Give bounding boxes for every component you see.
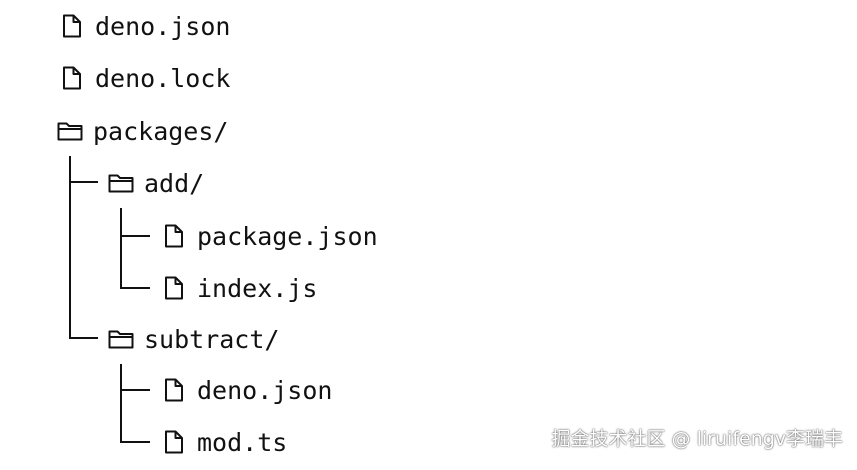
folder-icon bbox=[108, 330, 134, 349]
tree-item-label: index.js bbox=[197, 273, 318, 303]
tree-item-index-js[interactable]: index.js bbox=[163, 268, 317, 308]
file-icon bbox=[165, 430, 183, 454]
tree-item-deno-lock[interactable]: deno.lock bbox=[61, 58, 230, 98]
tree-item-deno-json[interactable]: deno.json bbox=[61, 6, 230, 46]
tree-item-label: deno.lock bbox=[95, 63, 231, 93]
tree-item-mod-ts[interactable]: mod.ts bbox=[163, 422, 287, 462]
file-icon bbox=[63, 14, 81, 38]
tree-item-label: add/ bbox=[144, 168, 205, 198]
file-icon bbox=[165, 276, 183, 300]
file-icon bbox=[165, 224, 183, 248]
file-icon bbox=[165, 378, 183, 402]
folder-icon bbox=[57, 122, 83, 141]
tree-item-subtract-deno-json[interactable]: deno.json bbox=[163, 370, 332, 410]
file-icon bbox=[63, 66, 81, 90]
tree-item-label: deno.json bbox=[197, 375, 333, 405]
tree-item-label: packages/ bbox=[93, 116, 229, 146]
tree-item-label: package.json bbox=[197, 221, 378, 251]
tree-item-label: mod.ts bbox=[197, 427, 288, 457]
tree-item-packages-folder[interactable]: packages/ bbox=[57, 111, 228, 151]
tree-item-add-folder[interactable]: add/ bbox=[108, 163, 204, 203]
tree-item-label: subtract/ bbox=[144, 324, 280, 354]
tree-item-package-json[interactable]: package.json bbox=[163, 216, 378, 256]
tree-item-subtract-folder[interactable]: subtract/ bbox=[108, 319, 279, 359]
tree-item-label: deno.json bbox=[95, 11, 231, 41]
folder-icon bbox=[108, 174, 134, 193]
watermark: 掘金技术社区 @ liruifengv李瑞丰 bbox=[551, 428, 844, 450]
